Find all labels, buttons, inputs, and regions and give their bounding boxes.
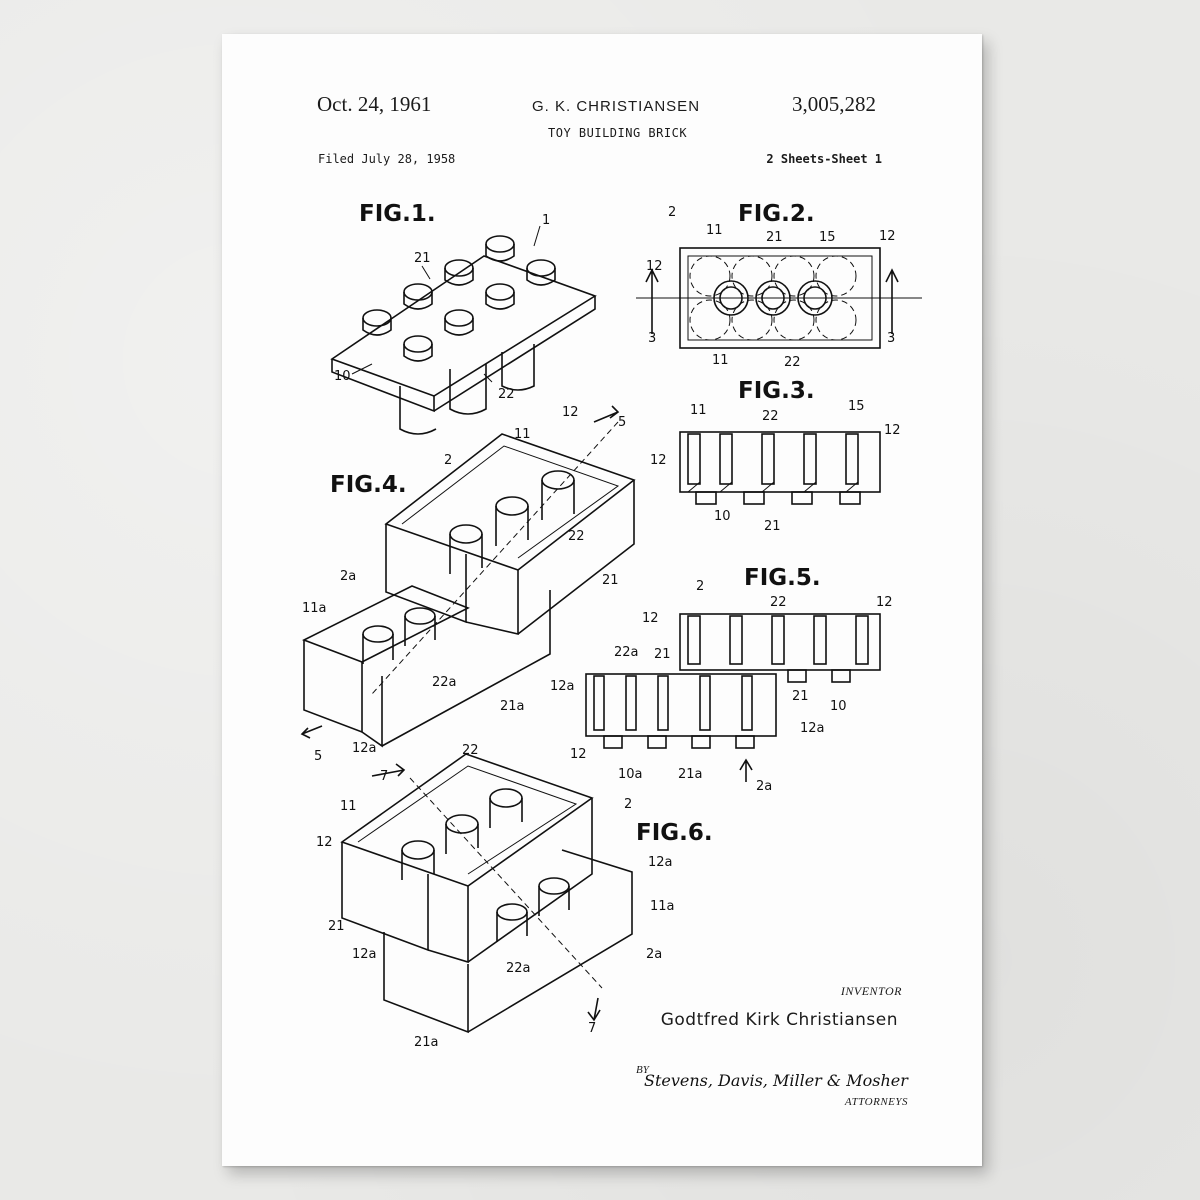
ref-12: 12 — [642, 611, 659, 626]
fig5-section — [585, 613, 881, 782]
ref-3: 3 — [648, 331, 656, 346]
ref-22: 22 — [784, 355, 801, 370]
ref-12: 12 — [884, 423, 901, 438]
fig2-label: FIG.2. — [738, 201, 815, 227]
ref-10a: 10a — [618, 767, 643, 782]
ref-12: 12 — [316, 835, 333, 850]
ref-3: 3 — [887, 331, 895, 346]
inventor-name: Godtfred Kirk Christiansen — [660, 1010, 898, 1030]
attorney-signature: Stevens, Davis, Miller & Mosher — [644, 1071, 909, 1090]
ref-10: 10 — [714, 509, 731, 524]
ref-12a: 12a — [648, 855, 673, 870]
fig4-stacked-bricks — [300, 405, 636, 748]
ref-12: 12 — [570, 747, 587, 762]
ref-11: 11 — [340, 799, 357, 814]
ref-12: 12 — [646, 259, 663, 274]
by-label: BY — [636, 1064, 649, 1076]
ref-21: 21 — [328, 919, 345, 934]
ref-2: 2 — [668, 205, 676, 220]
ref-22: 22 — [770, 595, 787, 610]
patent-date: Oct. 24, 1961 — [317, 92, 432, 116]
ref-21a: 21a — [500, 699, 525, 714]
ref-2a: 2a — [646, 947, 662, 962]
ref-21: 21 — [764, 519, 781, 534]
ref-21: 21 — [602, 573, 619, 588]
svg-text:Stevens, Davis, Miller & Moshe: Stevens, Davis, Miller & Mosher — [644, 1071, 909, 1090]
filed-date: Filed July 28, 1958 — [318, 152, 456, 166]
ref-12: 12 — [650, 453, 667, 468]
ref-15: 15 — [819, 230, 836, 245]
ref-11: 11 — [712, 353, 729, 368]
patent-drawing: FIG.1. 1 21 — [300, 201, 922, 1050]
fig3-label: FIG.3. — [738, 378, 815, 404]
ref-21a: 21a — [678, 767, 703, 782]
ref-22: 22 — [568, 529, 585, 544]
ref-21: 21 — [654, 647, 671, 662]
ref-12: 12 — [879, 229, 896, 244]
ref-5: 5 — [314, 749, 322, 764]
ref-15: 15 — [848, 399, 865, 414]
ref-2a: 2a — [756, 779, 772, 794]
ref-7: 7 — [588, 1021, 596, 1036]
fig4-label: FIG.4. — [330, 472, 407, 498]
ref-21a: 21a — [414, 1035, 439, 1050]
ref-11: 11 — [690, 403, 707, 418]
sheet-count: 2 Sheets-Sheet 1 — [766, 152, 882, 166]
patent-number: 3,005,282 — [792, 92, 876, 116]
ref-11a: 11a — [650, 899, 675, 914]
ref-22a: 22a — [432, 675, 457, 690]
ref-2: 2 — [624, 797, 632, 812]
fig5-label: FIG.5. — [744, 565, 821, 591]
ref-12a: 12a — [352, 947, 377, 962]
fig1-label: FIG.1. — [359, 201, 436, 227]
ref-11: 11 — [514, 427, 531, 442]
ref-2: 2 — [696, 579, 704, 594]
fig2-topview — [636, 247, 922, 349]
inventor-header: G. K. CHRISTIANSEN — [532, 98, 701, 115]
ref-22: 22 — [762, 409, 779, 424]
ref-22a: 22a — [614, 645, 639, 660]
ref-5: 5 — [618, 415, 626, 430]
ref-10: 10 — [334, 369, 351, 384]
ref-11: 11 — [706, 223, 723, 238]
ref-22: 22 — [498, 387, 515, 402]
inventor-label: INVENTOR — [840, 984, 902, 998]
ref-2a: 2a — [340, 569, 356, 584]
ref-22: 22 — [462, 743, 479, 758]
fig6-label: FIG.6. — [636, 820, 713, 846]
ref-10: 10 — [830, 699, 847, 714]
ref-1: 1 — [542, 213, 550, 228]
fig1-plate — [330, 225, 597, 435]
ref-12a: 12a — [550, 679, 575, 694]
ref-12a: 12a — [800, 721, 825, 736]
ref-22a: 22a — [506, 961, 531, 976]
ref-21: 21 — [414, 251, 431, 266]
ref-12: 12 — [876, 595, 893, 610]
attorneys-label: ATTORNEYS — [844, 1096, 908, 1108]
fig6-offset-bricks — [340, 753, 633, 1034]
ref-12a: 12a — [352, 741, 377, 756]
ref-7: 7 — [380, 769, 388, 784]
patent-title: TOY BUILDING BRICK — [548, 126, 688, 140]
ref-21: 21 — [792, 689, 809, 704]
fig3-section — [679, 431, 881, 505]
ref-21: 21 — [766, 230, 783, 245]
patent-sheet: Oct. 24, 1961 G. K. CHRISTIANSEN 3,005,2… — [222, 34, 982, 1166]
ref-12: 12 — [562, 405, 579, 420]
ref-2: 2 — [444, 453, 452, 468]
ref-11a: 11a — [302, 601, 327, 616]
